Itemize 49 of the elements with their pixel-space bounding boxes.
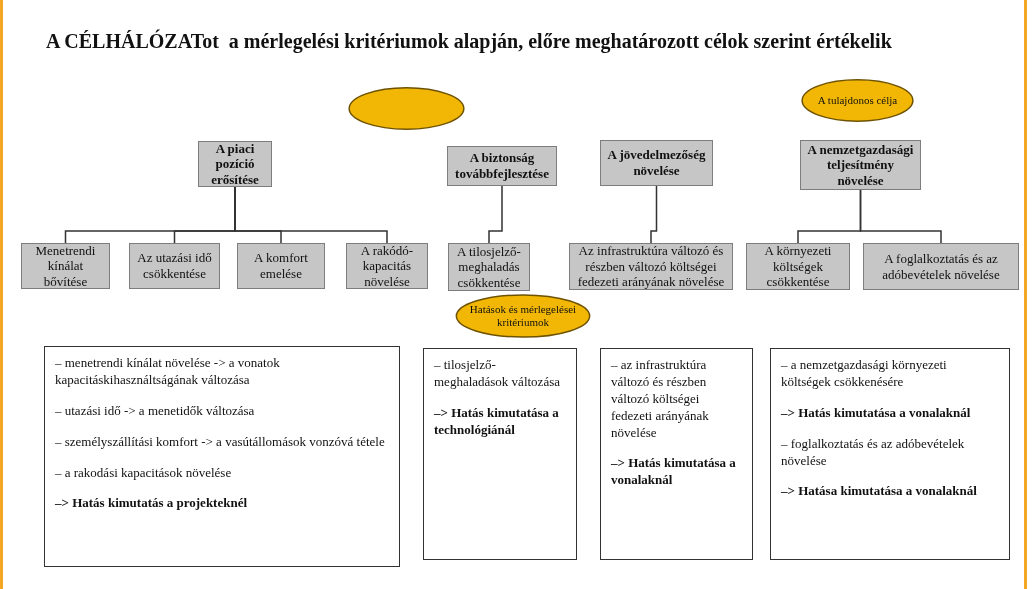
criteria-text: – tilosjelző-meghaladások változása [434,357,561,391]
connector-line [488,185,503,244]
node-label: A biztonság továbbfejlesztése [454,150,550,182]
node-label: A komfort emelése [253,250,309,282]
goal-box [198,141,272,187]
subgoal-box [21,243,110,289]
criteria-text: – a rakodási kapacitások növelése [55,464,233,482]
criteria-text: – a nemzetgazdasági környezeti költségek csökkenésére [781,357,948,391]
subgoal-box [346,243,428,289]
node-label: Hatások és mérlegelései kritériumok [469,303,577,329]
criteria-text: – utazási idő -> a menetidők változása [55,402,256,420]
goal-ellipse [455,294,591,338]
criteria-text: – menetrendi kínálat növelése -> a vonatok kapacitáskihasználtságának változása [55,355,281,389]
node-label: A környezeti költségek csökkentése [763,243,833,290]
node-label: A nemzetgazdasági teljesítmény növelése [806,141,915,189]
node-label: A foglalkoztatás és az adóbevételek növelése [881,250,1001,283]
node-label: A tulajdonos célja [817,94,898,107]
node-label: A rakódó-kapacitás növelése [359,242,415,290]
node-label: A jövedelmezőség növelése [606,147,707,179]
subgoal-box [746,243,850,290]
criteria-text: –> Hatása kimutatása a vonalaknál [781,483,978,501]
node-label: A tilosjelző-meghaladás csökkentése [456,243,522,291]
criteria-text: – személyszállítási komfort -> a vasútállomások vonzóvá tétele [55,433,385,451]
criteria-text: –> Hatás kimutatása a vonalaknál [611,455,737,490]
criteria-box [423,348,577,560]
criteria-text: –> Hatás kimutatása a vonalaknál [781,404,972,422]
connector-line [234,186,388,244]
criteria-text: –> Hatás kimutatás a projekteknél [55,495,249,513]
goal-box [447,146,557,186]
node-label: Menetrendi kínálat bővítése [34,242,97,290]
goal-box [600,140,713,186]
goal-ellipse [801,79,914,122]
criteria-text: – foglalkoztatás és az adóbevételek növelése [781,435,966,470]
criteria-text: – az infrastruktúra változó és részben változó költségei fedezeti arányának növelése [611,357,710,442]
subgoal-box [237,243,325,289]
criteria-box [44,346,400,567]
connector-line [859,189,942,244]
criteria-box [770,348,1010,560]
node-label: Az infrastruktúra változó és részben változó költségei fedezeti arányának növelése [576,243,726,290]
node-label: Az utazási idő csökkentése [136,250,213,282]
subgoal-box [863,243,1019,290]
title: A CÉLHÁLÓZATot a mérlegelési kritériumok alapján, előre meghatározott célok szerint értékelik [46,28,893,54]
criteria-box [600,348,753,560]
subgoal-box [129,243,220,289]
connector-line [650,185,658,244]
criteria-text: –> Hatás kimutatása a technológiánál [434,404,560,439]
goal-ellipse [348,87,465,130]
node-label: A piaci pozíció erősítése [210,140,260,188]
subgoal-box [448,243,530,291]
